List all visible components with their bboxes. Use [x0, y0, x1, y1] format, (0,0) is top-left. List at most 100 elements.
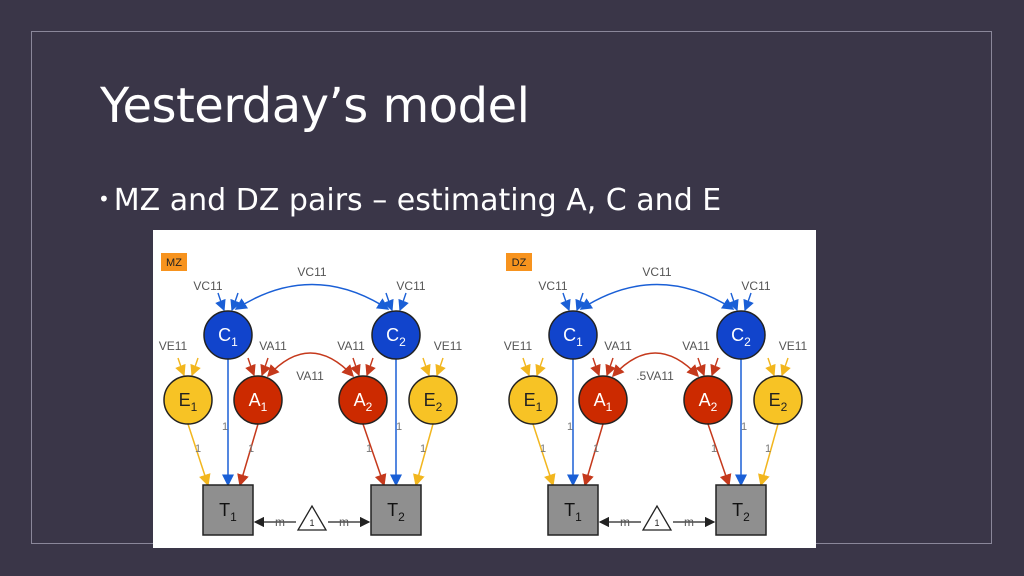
- zygosity-badge: [506, 253, 532, 271]
- zygosity-badge: [161, 253, 187, 271]
- e2-to-t2-path-label: 1: [420, 443, 426, 455]
- a-covariance-path: [266, 352, 355, 378]
- observed-t2-label: T2: [732, 500, 750, 524]
- e1-to-t1-path: [532, 423, 556, 487]
- c2-variance-arrow-a: [383, 292, 394, 312]
- e2-variance-arrow-a: [420, 357, 431, 377]
- a-covariance-path: [611, 352, 700, 378]
- a2-variance-arrow-a: [350, 357, 361, 377]
- latent-c1-node: [203, 310, 253, 360]
- bullet-dot-icon: •: [98, 187, 110, 211]
- c1-to-t1-path-label: 1: [222, 421, 228, 433]
- latent-a2-node: [338, 375, 388, 425]
- va-variance-label-left: VA11: [604, 339, 632, 353]
- latent-e1-node: [508, 375, 558, 425]
- vc-variance-label-left: VC11: [538, 279, 567, 293]
- c2-variance-arrow-b: [743, 292, 754, 312]
- vc-covariance-label: VC11: [297, 265, 326, 279]
- observed-t1-box: [547, 484, 599, 536]
- latent-e1-label: E1: [179, 390, 198, 414]
- e1-to-t1-path: [187, 423, 211, 487]
- e1-to-t1-path-label: 1: [540, 443, 546, 455]
- latent-a2-node: [683, 375, 733, 425]
- latent-a1-node: [233, 375, 283, 425]
- mean-triangle: [296, 504, 328, 531]
- e2-variance-arrow-a: [765, 357, 776, 377]
- va-variance-label-right: VA11: [337, 339, 365, 353]
- c1-variance-arrow-b: [575, 292, 586, 312]
- latent-a2-label: A2: [699, 390, 718, 414]
- e2-variance-arrow-b: [435, 357, 446, 377]
- mean-label-left: m: [620, 515, 630, 529]
- mean-label-left: m: [275, 515, 285, 529]
- latent-c1-label: C1: [218, 325, 238, 349]
- latent-e1-label: E1: [524, 390, 543, 414]
- a1-to-t1-path: [582, 423, 604, 487]
- vc-variance-label-left: VC11: [193, 279, 222, 293]
- e2-to-t2-path-label: 1: [765, 443, 771, 455]
- a2-variance-arrow-b: [710, 357, 721, 377]
- latent-e2-node: [408, 375, 458, 425]
- a2-to-t2-path-label: 1: [711, 443, 717, 455]
- a2-variance-arrow-b: [365, 357, 376, 377]
- vc-variance-label-right: VC11: [741, 279, 770, 293]
- latent-c2-node: [371, 310, 421, 360]
- latent-e2-label: E2: [424, 390, 443, 414]
- a2-variance-arrow-a: [695, 357, 706, 377]
- a1-variance-arrow-b: [605, 357, 616, 377]
- c-covariance-path: [234, 283, 390, 310]
- e2-variance-arrow-b: [780, 357, 791, 377]
- a1-variance-arrow-a: [590, 357, 601, 377]
- ve-variance-label-right: VE11: [434, 339, 463, 353]
- bullet-text: MZ and DZ pairs – estimating A, C and E: [113, 183, 722, 218]
- latent-a1-node: [578, 375, 628, 425]
- ve-variance-label-left: VE11: [159, 339, 188, 353]
- e1-variance-arrow-b: [190, 357, 201, 377]
- e1-variance-arrow-b: [535, 357, 546, 377]
- mean-triangle-label: 1: [654, 518, 659, 528]
- va-covariance-label: VA11: [296, 369, 324, 383]
- mean-label-right: m: [684, 515, 694, 529]
- c2-variance-arrow-a: [728, 292, 739, 312]
- va-variance-label-right: VA11: [682, 339, 710, 353]
- c1-variance-arrow-a: [560, 292, 571, 312]
- observed-t1-label: T1: [219, 500, 237, 524]
- a2-to-t2-path: [362, 423, 387, 487]
- bullet-item: •MZ and DZ pairs – estimating A, C and E: [98, 183, 721, 218]
- e1-variance-arrow-a: [175, 357, 186, 377]
- mean-label-right: m: [339, 515, 349, 529]
- a1-to-t1-path: [237, 423, 259, 487]
- latent-a2-label: A2: [354, 390, 373, 414]
- mean-triangle-label: 1: [309, 518, 314, 528]
- ve-variance-label-left: VE11: [504, 339, 533, 353]
- c1-to-t1-path-label: 1: [567, 421, 573, 433]
- latent-e2-label: E2: [769, 390, 788, 414]
- zygosity-badge-label: MZ: [166, 257, 182, 269]
- e2-to-t2-path: [413, 423, 434, 487]
- observed-t2-box: [715, 484, 767, 536]
- latent-e1-node: [163, 375, 213, 425]
- observed-t1-label: T1: [564, 500, 582, 524]
- c2-to-t2-path-label: 1: [396, 421, 402, 433]
- e2-to-t2-path: [758, 423, 779, 487]
- observed-t2-box: [370, 484, 422, 536]
- ve-variance-label-right: VE11: [779, 339, 808, 353]
- vc-variance-label-right: VC11: [396, 279, 425, 293]
- latent-c2-label: C2: [386, 325, 406, 349]
- a1-to-t1-path-label: 1: [248, 443, 254, 455]
- mean-triangle: [641, 504, 673, 531]
- latent-a1-label: A1: [594, 390, 613, 414]
- a2-to-t2-path-label: 1: [366, 443, 372, 455]
- observed-t2-label: T2: [387, 500, 405, 524]
- latent-c2-label: C2: [731, 325, 751, 349]
- zygosity-badge-label: DZ: [512, 257, 527, 269]
- e1-to-t1-path-label: 1: [195, 443, 201, 455]
- va-covariance-label: .5VA11: [636, 369, 674, 383]
- latent-c1-label: C1: [563, 325, 583, 349]
- slide-title: Yesterday’s model: [100, 78, 530, 134]
- c1-variance-arrow-b: [230, 292, 241, 312]
